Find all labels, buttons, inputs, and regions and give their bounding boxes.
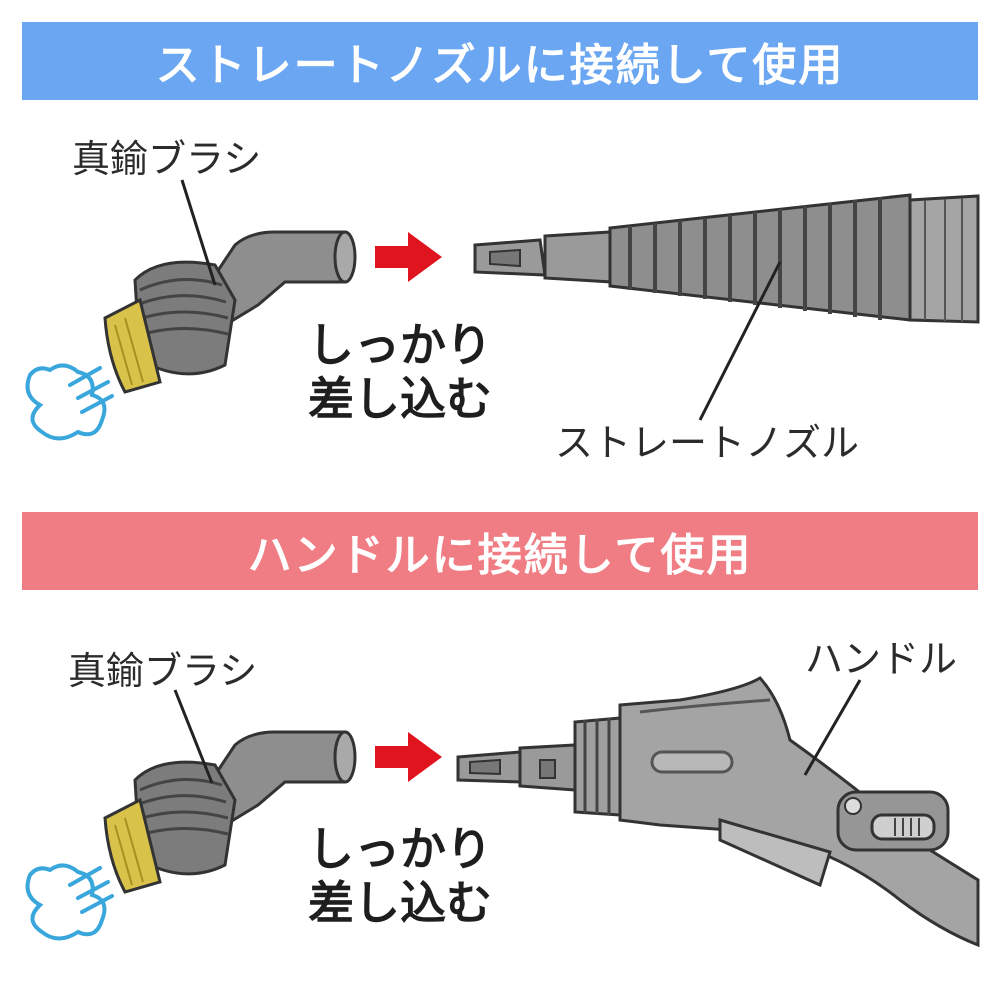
instruction-line1: しっかり [308,822,492,876]
brush-leader-line [173,689,214,784]
handle-label: ハンドル [805,637,958,681]
nozzle-leader-line [698,261,782,421]
arrow-right-icon [375,732,442,782]
brush-leader-line [180,179,217,286]
steam-icon [25,863,115,941]
nozzle-label: ストレートノズル [555,421,860,465]
handle-icon [456,676,980,948]
instruction-top: しっかり 差し込む [308,318,492,426]
brush-label-top: 真鍮ブラシ [72,137,262,181]
instruction-line2: 差し込む [308,372,492,426]
instruction-bottom: しっかり 差し込む [308,822,492,930]
straight-nozzle-icon [473,193,980,324]
instruction-line1: しっかり [308,318,492,372]
banner-handle: ハンドルに接続して使用 [22,512,978,590]
banner-straight-nozzle: ストレートノズルに接続して使用 [22,22,978,100]
steam-icon [25,363,115,441]
brush-label-bottom: 真鍮ブラシ [68,649,258,693]
handle-leader-line [803,679,862,776]
instruction-line2: 差し込む [308,876,492,930]
arrow-right-icon [375,232,442,282]
